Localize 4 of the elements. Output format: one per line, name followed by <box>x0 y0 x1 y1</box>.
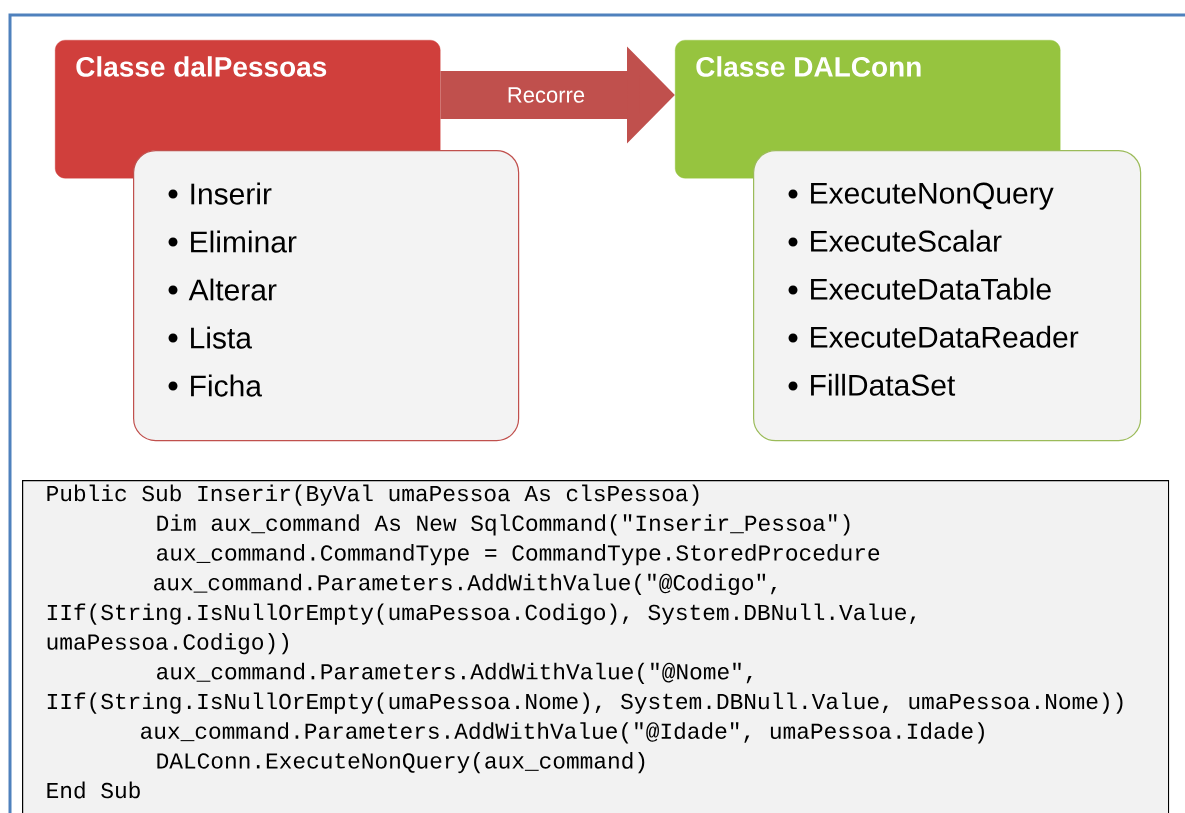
method-list-box: ExecuteNonQuery ExecuteScalar ExecuteDataTable ExecuteDataReader FillDataSet <box>753 150 1142 442</box>
edge-label: Recorre <box>505 86 587 104</box>
method-list-box: Inserir Eliminar Alterar Lista Ficha <box>133 150 520 442</box>
code-box: Public Sub Inserir(ByVal umaPessoa As clsPessoa) Dim aux_command As New SqlCommand("Inserir_Pessoa") aux_command.CommandType = CommandType.StoredProcedure aux_command.Parameters.AddWithValue("@Codigo", IIf(String.IsNullOrEmpty(umaPessoa.Codigo), System.DBNull.Value, umaPessoa.Codigo)) aux_command.Parameters.AddWithValue("@Nome", IIf(String.IsNullOrEmpty(umaPessoa.Nome), System.DBNull.Value, umaPessoa.Nome)) aux_command.Parameters.AddWithValue("@Idade", umaPessoa.Idade) DALConn.ExecuteNonQuery(aux_command) End Sub <box>22 480 1170 813</box>
